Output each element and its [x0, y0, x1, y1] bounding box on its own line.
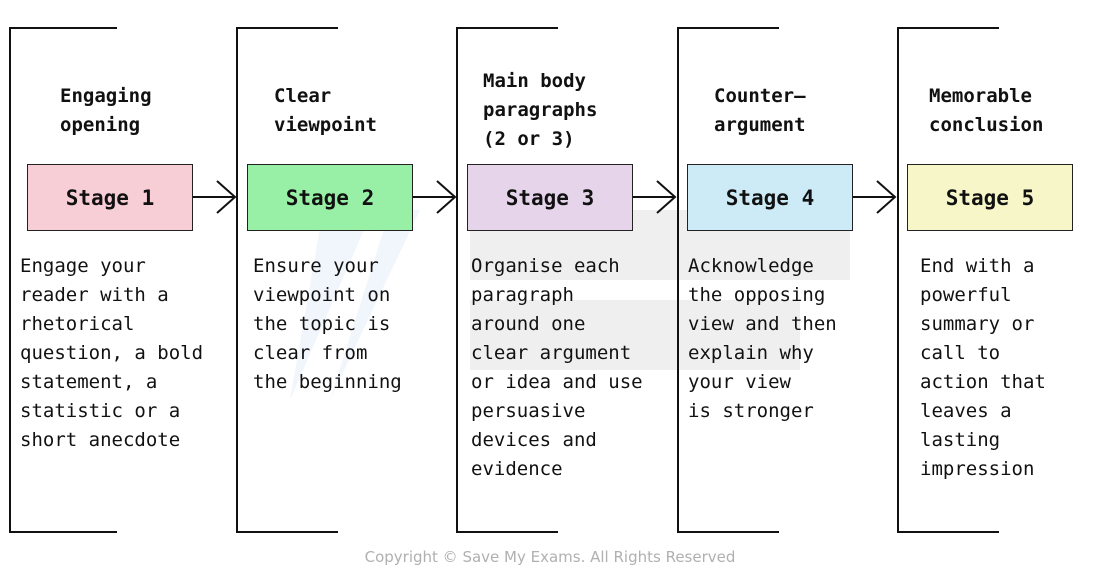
stage-1-description: Engage your reader with a rhetorical que…	[20, 255, 204, 451]
stage-1-box: Stage 1	[27, 164, 193, 231]
stage-3-box: Stage 3	[467, 164, 633, 231]
copyright-text: Copyright © Save My Exams. All Rights Re…	[364, 548, 736, 566]
stage-5-box: Stage 5	[907, 164, 1073, 231]
arrow-right-icon	[853, 180, 897, 214]
arrow-right-icon	[633, 180, 677, 214]
arrow-right-icon	[193, 180, 237, 214]
stage-3-bracket	[456, 27, 558, 533]
stage-5-heading: Memorable conclusion	[929, 85, 1044, 136]
stage-1-heading: Engaging opening	[60, 85, 152, 136]
stage-3-description: Organise each paragraph around one clear…	[471, 255, 643, 480]
stage-4-description: Acknowledge the opposing view and then e…	[688, 255, 837, 422]
stage-1-bracket	[9, 27, 117, 533]
stage-2-bracket	[236, 27, 338, 533]
stage-5-bracket	[897, 27, 999, 533]
arrow-right-icon	[413, 180, 457, 214]
stage-3-heading: Main body paragraphs (2 or 3)	[483, 70, 598, 150]
stage-2-description: Ensure your viewpoint on the topic is cl…	[253, 255, 402, 393]
stage-2-box: Stage 2	[247, 164, 413, 231]
stage-4-bracket	[677, 27, 779, 533]
stage-4-box: Stage 4	[687, 164, 853, 231]
stage-2-heading: Clear viewpoint	[274, 85, 377, 136]
stage-5-description: End with a powerful summary or call to a…	[920, 255, 1046, 480]
stage-4-heading: Counter— argument	[714, 85, 806, 136]
